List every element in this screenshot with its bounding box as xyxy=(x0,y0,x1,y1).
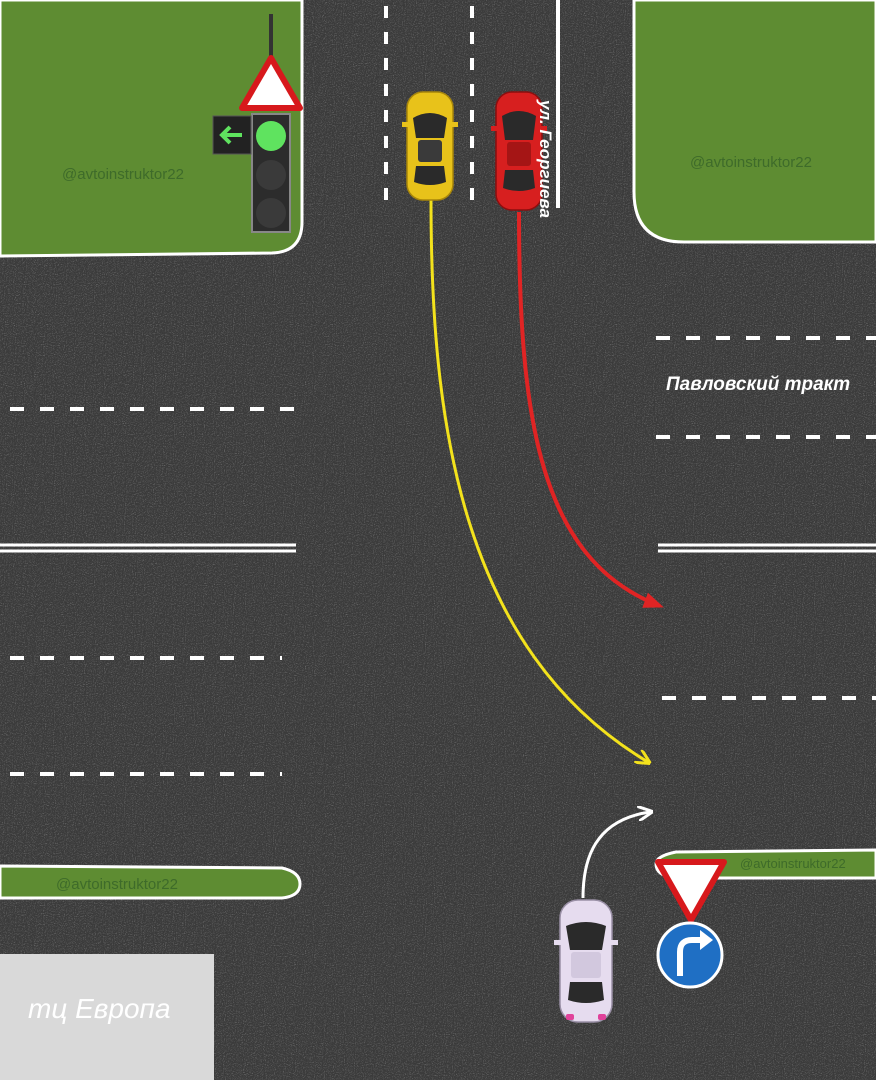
right-turn-sign xyxy=(656,921,724,989)
white-path-arrow xyxy=(581,812,650,899)
watermark-bottom-right: @avtoinstruktor22 xyxy=(740,856,846,871)
red-car xyxy=(491,91,547,211)
watermark-bottom-left: @avtoinstruktor22 xyxy=(56,876,178,893)
grass-top-left xyxy=(0,0,304,258)
watermark-top-left: @avtoinstruktor22 xyxy=(62,166,184,183)
watermark-top-right: @avtoinstruktor22 xyxy=(690,154,812,171)
bottom-right-signs xyxy=(655,859,727,989)
yield-sign-top xyxy=(239,55,303,111)
main-road-label: Павловский тракт xyxy=(666,374,851,395)
green-signal-icon xyxy=(256,121,286,151)
median-bottom-left xyxy=(0,864,302,900)
red-path-arrow xyxy=(517,211,664,608)
mall-building xyxy=(0,954,214,1080)
yield-sign-bottom xyxy=(655,859,727,923)
traffic-light xyxy=(212,14,303,233)
green-arrow-left-icon xyxy=(219,125,242,145)
grass-top-right xyxy=(632,0,876,244)
mall-label: тц Европа xyxy=(28,993,171,1024)
yellow-car xyxy=(402,91,458,201)
side-street-label: ул. Георгиева xyxy=(536,100,555,218)
yellow-path-arrow xyxy=(429,199,648,762)
white-car xyxy=(554,899,618,1023)
